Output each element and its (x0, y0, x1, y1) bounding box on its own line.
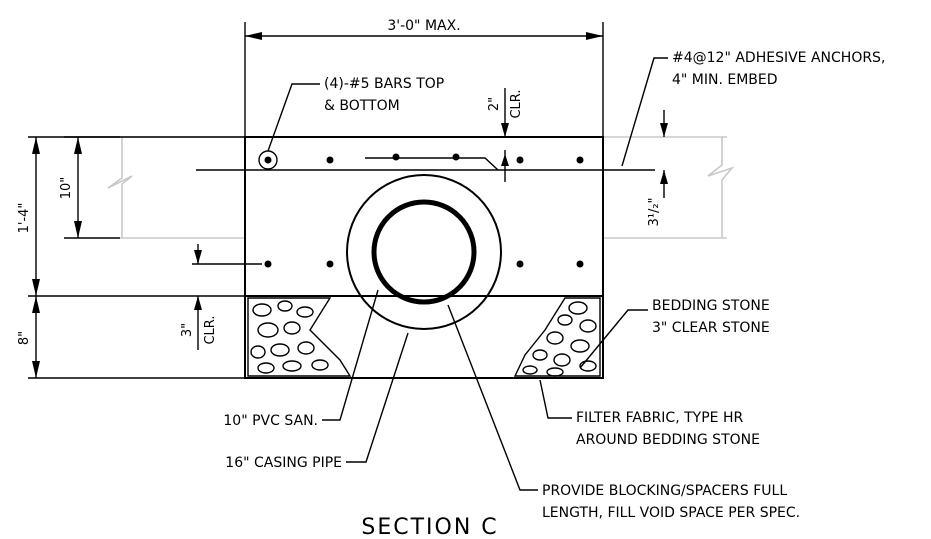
bedding-depth-label: 8" (17, 331, 32, 345)
pvc-callout: 10" PVC SAN. (223, 413, 318, 429)
bottom-clear-sub: CLR. (203, 315, 218, 344)
bars-callout-2: & BOTTOM (324, 98, 400, 114)
blocking-callout-1: PROVIDE BLOCKING/SPACERS FULL (542, 483, 787, 499)
bedding-stone-left (247, 297, 352, 377)
blocking-callout-2: LENGTH, FILL VOID SPACE PER SPEC. (542, 505, 800, 521)
concrete-block (244, 136, 604, 379)
casing-pipe (346, 174, 502, 330)
bottom-clear-label: 3" (180, 323, 195, 337)
anchors-callout-2: 4" MIN. EMBED (672, 72, 778, 88)
section-title: SECTION C (361, 515, 498, 539)
filter-callout-2: AROUND BEDDING STONE (576, 432, 760, 448)
filter-callout-1: FILTER FABRIC, TYPE HR (576, 410, 743, 426)
bars-leader (267, 83, 320, 152)
width-dimension (244, 22, 604, 137)
casing-callout: 16" CASING PIPE (225, 455, 342, 471)
embed-dimension-label: 3¹/₂" (647, 197, 662, 226)
bottom-clear-dimension (192, 244, 262, 350)
top-clear-sub: CLR. (509, 89, 524, 118)
rebar-bottom (264, 260, 584, 268)
bedding-callout-2: 3" CLEAR STONE (652, 320, 770, 336)
existing-slab (107, 136, 735, 239)
casing-leader (346, 332, 409, 463)
bars-callout-1: (4)-#5 BARS TOP (324, 76, 444, 92)
bedding-leader (579, 309, 648, 369)
top-clear-dimension (501, 88, 509, 182)
bedding-callout-1: BEDDING STONE (652, 298, 770, 314)
top-clear-label: 2" (487, 97, 502, 111)
overall-height-label: 1'-4" (17, 203, 32, 234)
anchors-callout-1: #4@12" ADHESIVE ANCHORS, (672, 50, 885, 66)
overall-height-dimension (28, 136, 245, 379)
bedding-stone-right (513, 297, 601, 377)
slab-thickness-dimension (64, 136, 120, 239)
width-dimension-label: 3'-0" MAX. (387, 18, 460, 34)
pvc-pipe (371, 199, 477, 305)
rebar-top (258, 150, 584, 170)
anchors-leader (621, 57, 668, 167)
blocking-leader (447, 304, 538, 491)
pvc-leader (322, 289, 379, 421)
embed-dimension (660, 110, 668, 198)
slab-thickness-label: 10" (59, 177, 74, 200)
filter-leader (539, 379, 572, 419)
